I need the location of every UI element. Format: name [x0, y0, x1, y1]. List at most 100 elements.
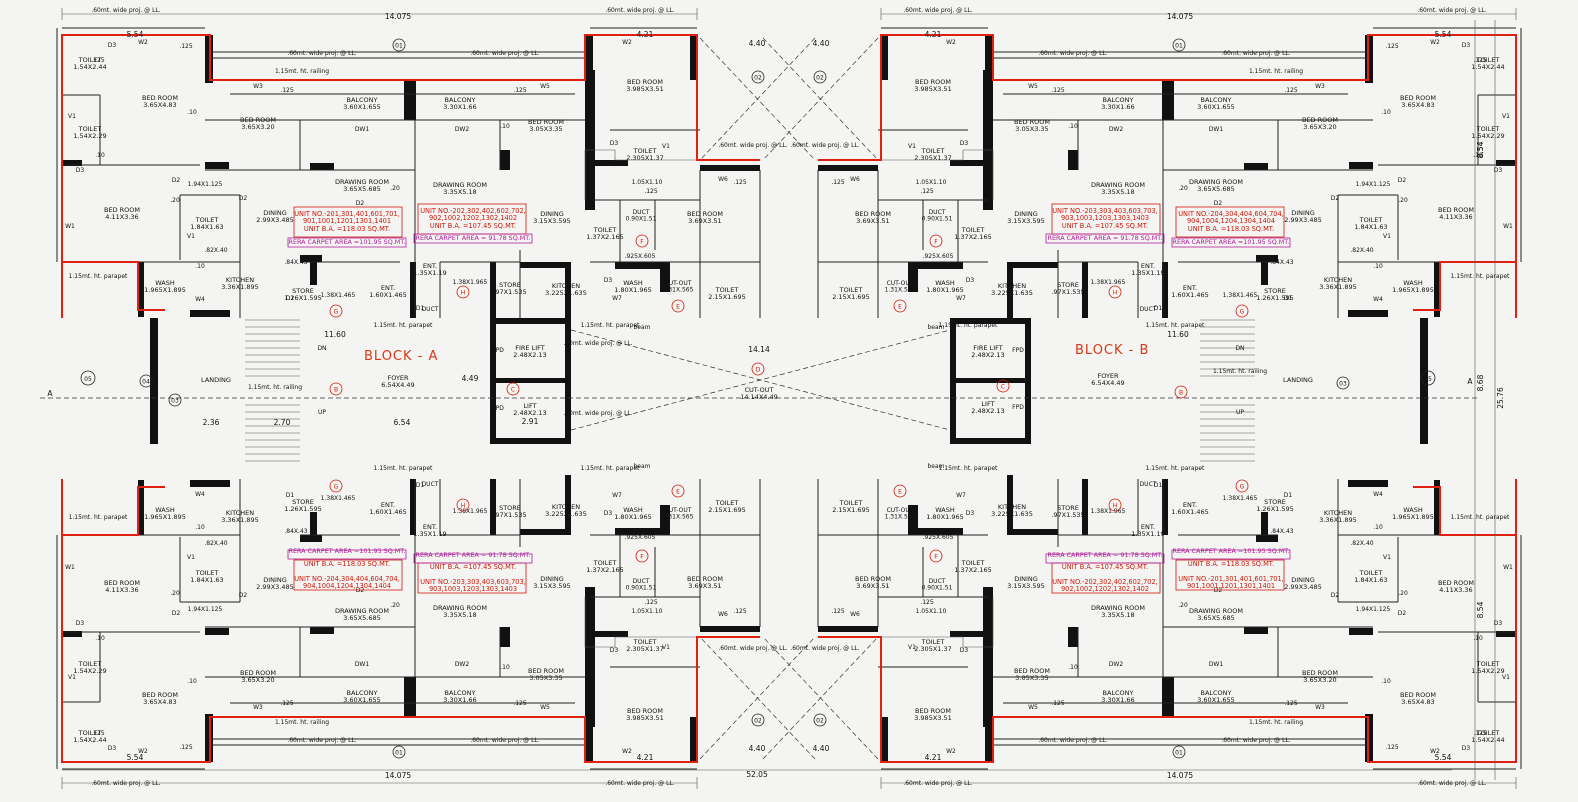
grid-bubble-04-label: 04 — [142, 378, 150, 385]
wall-stub — [1349, 162, 1373, 169]
tag-W5: W5 — [540, 83, 550, 90]
grid-bubble-02-label: 02 — [754, 74, 762, 81]
tag-W2: W2 — [946, 39, 956, 46]
rera-carpet-area: RERA CARPET AREA = 91.78 SQ.MT. — [416, 234, 531, 242]
stair-railing: 1.15mt. ht. railing — [1213, 368, 1267, 375]
size-note: 1.38X1.965 — [453, 279, 488, 286]
core-wall — [490, 318, 570, 324]
wall-stub — [983, 587, 993, 727]
fpd: FPD — [492, 347, 504, 354]
tag-DW2: DW2 — [455, 126, 470, 133]
beam: beam — [633, 463, 650, 470]
unit-label-box — [293, 559, 403, 591]
size-note: 1.05X1.10 — [916, 179, 947, 186]
tag-V1: V1 — [187, 233, 195, 240]
core-wall — [950, 318, 1030, 324]
section-marker: A — [47, 389, 53, 398]
size-note: .82X.40 — [1350, 540, 1373, 547]
dimension-554: 5.54 — [1435, 753, 1452, 762]
tag-W2: W2 — [622, 39, 632, 46]
door-marker — [506, 382, 520, 396]
entrance: ENT.1.35X1.19 — [1131, 262, 1164, 277]
tag-W2: W2 — [1430, 748, 1440, 755]
grid-bubble-02 — [813, 713, 827, 727]
size-note: 1.94X1.125 — [188, 181, 223, 188]
tag-p10: .10 — [1473, 635, 1483, 642]
unit-built-area: UNIT B.A. =107.45 SQ.MT. — [430, 563, 516, 571]
grid-bubble-02 — [813, 70, 827, 84]
tag-D1: D1 — [286, 295, 295, 302]
wall-stub — [1162, 262, 1168, 318]
tag-W6: W6 — [718, 611, 728, 618]
tag-p125: .125 — [920, 599, 934, 606]
tag-p125: .125 — [831, 179, 845, 186]
wall-stub — [138, 480, 144, 535]
door-marker — [893, 299, 907, 313]
door-marker-label: H — [1113, 502, 1118, 509]
door-marker-label: E — [898, 303, 902, 310]
tag-W2: W2 — [622, 748, 632, 755]
size-note: .84X.43 — [284, 528, 307, 535]
wall-stub — [818, 626, 878, 632]
parapet-note: 1.15mt. ht. parapet — [1146, 465, 1205, 472]
tag-W3: W3 — [1315, 704, 1325, 711]
grid-bubble-03 — [168, 393, 182, 407]
size-note: 1.38X1.465 — [1223, 292, 1258, 299]
tag-DW1: DW1 — [1209, 661, 1224, 668]
wall-stub — [1496, 631, 1516, 637]
tag-p125: .125 — [179, 43, 193, 50]
door-marker-label: E — [898, 488, 902, 495]
wall-stub — [1068, 150, 1078, 170]
tag-W7: W7 — [956, 295, 966, 302]
tag-W1: W1 — [1503, 564, 1513, 571]
unit-built-area: UNIT B.A. =118.03 SQ.MT. — [304, 560, 390, 568]
tag-p20: .20 — [390, 602, 400, 609]
door-marker — [1235, 304, 1249, 318]
open-to-sky-cross — [699, 636, 816, 760]
tag-p20: .20 — [390, 185, 400, 192]
duct: DUCT — [422, 306, 439, 313]
door-marker — [329, 479, 343, 493]
column — [880, 35, 888, 80]
door-marker — [1174, 385, 1188, 399]
unit-built-area: UNIT B.A. =107.45 SQ.MT. — [1062, 222, 1148, 230]
wall-stub — [1007, 475, 1013, 535]
tag-W1: W1 — [1503, 223, 1513, 230]
door-marker-label: C — [511, 386, 515, 393]
wall-stub — [310, 512, 317, 542]
tag-p125: .125 — [1051, 87, 1065, 94]
tag-D3: D3 — [1462, 745, 1471, 752]
tag-p20: .20 — [1178, 602, 1188, 609]
stair-up: UP — [318, 409, 326, 416]
dimension-554: 5.54 — [127, 753, 144, 762]
door-marker-label: E — [676, 488, 680, 495]
tag-V1: V1 — [1502, 113, 1510, 120]
tag-p125: .125 — [644, 188, 658, 195]
stair-down: DN — [1235, 345, 1244, 352]
